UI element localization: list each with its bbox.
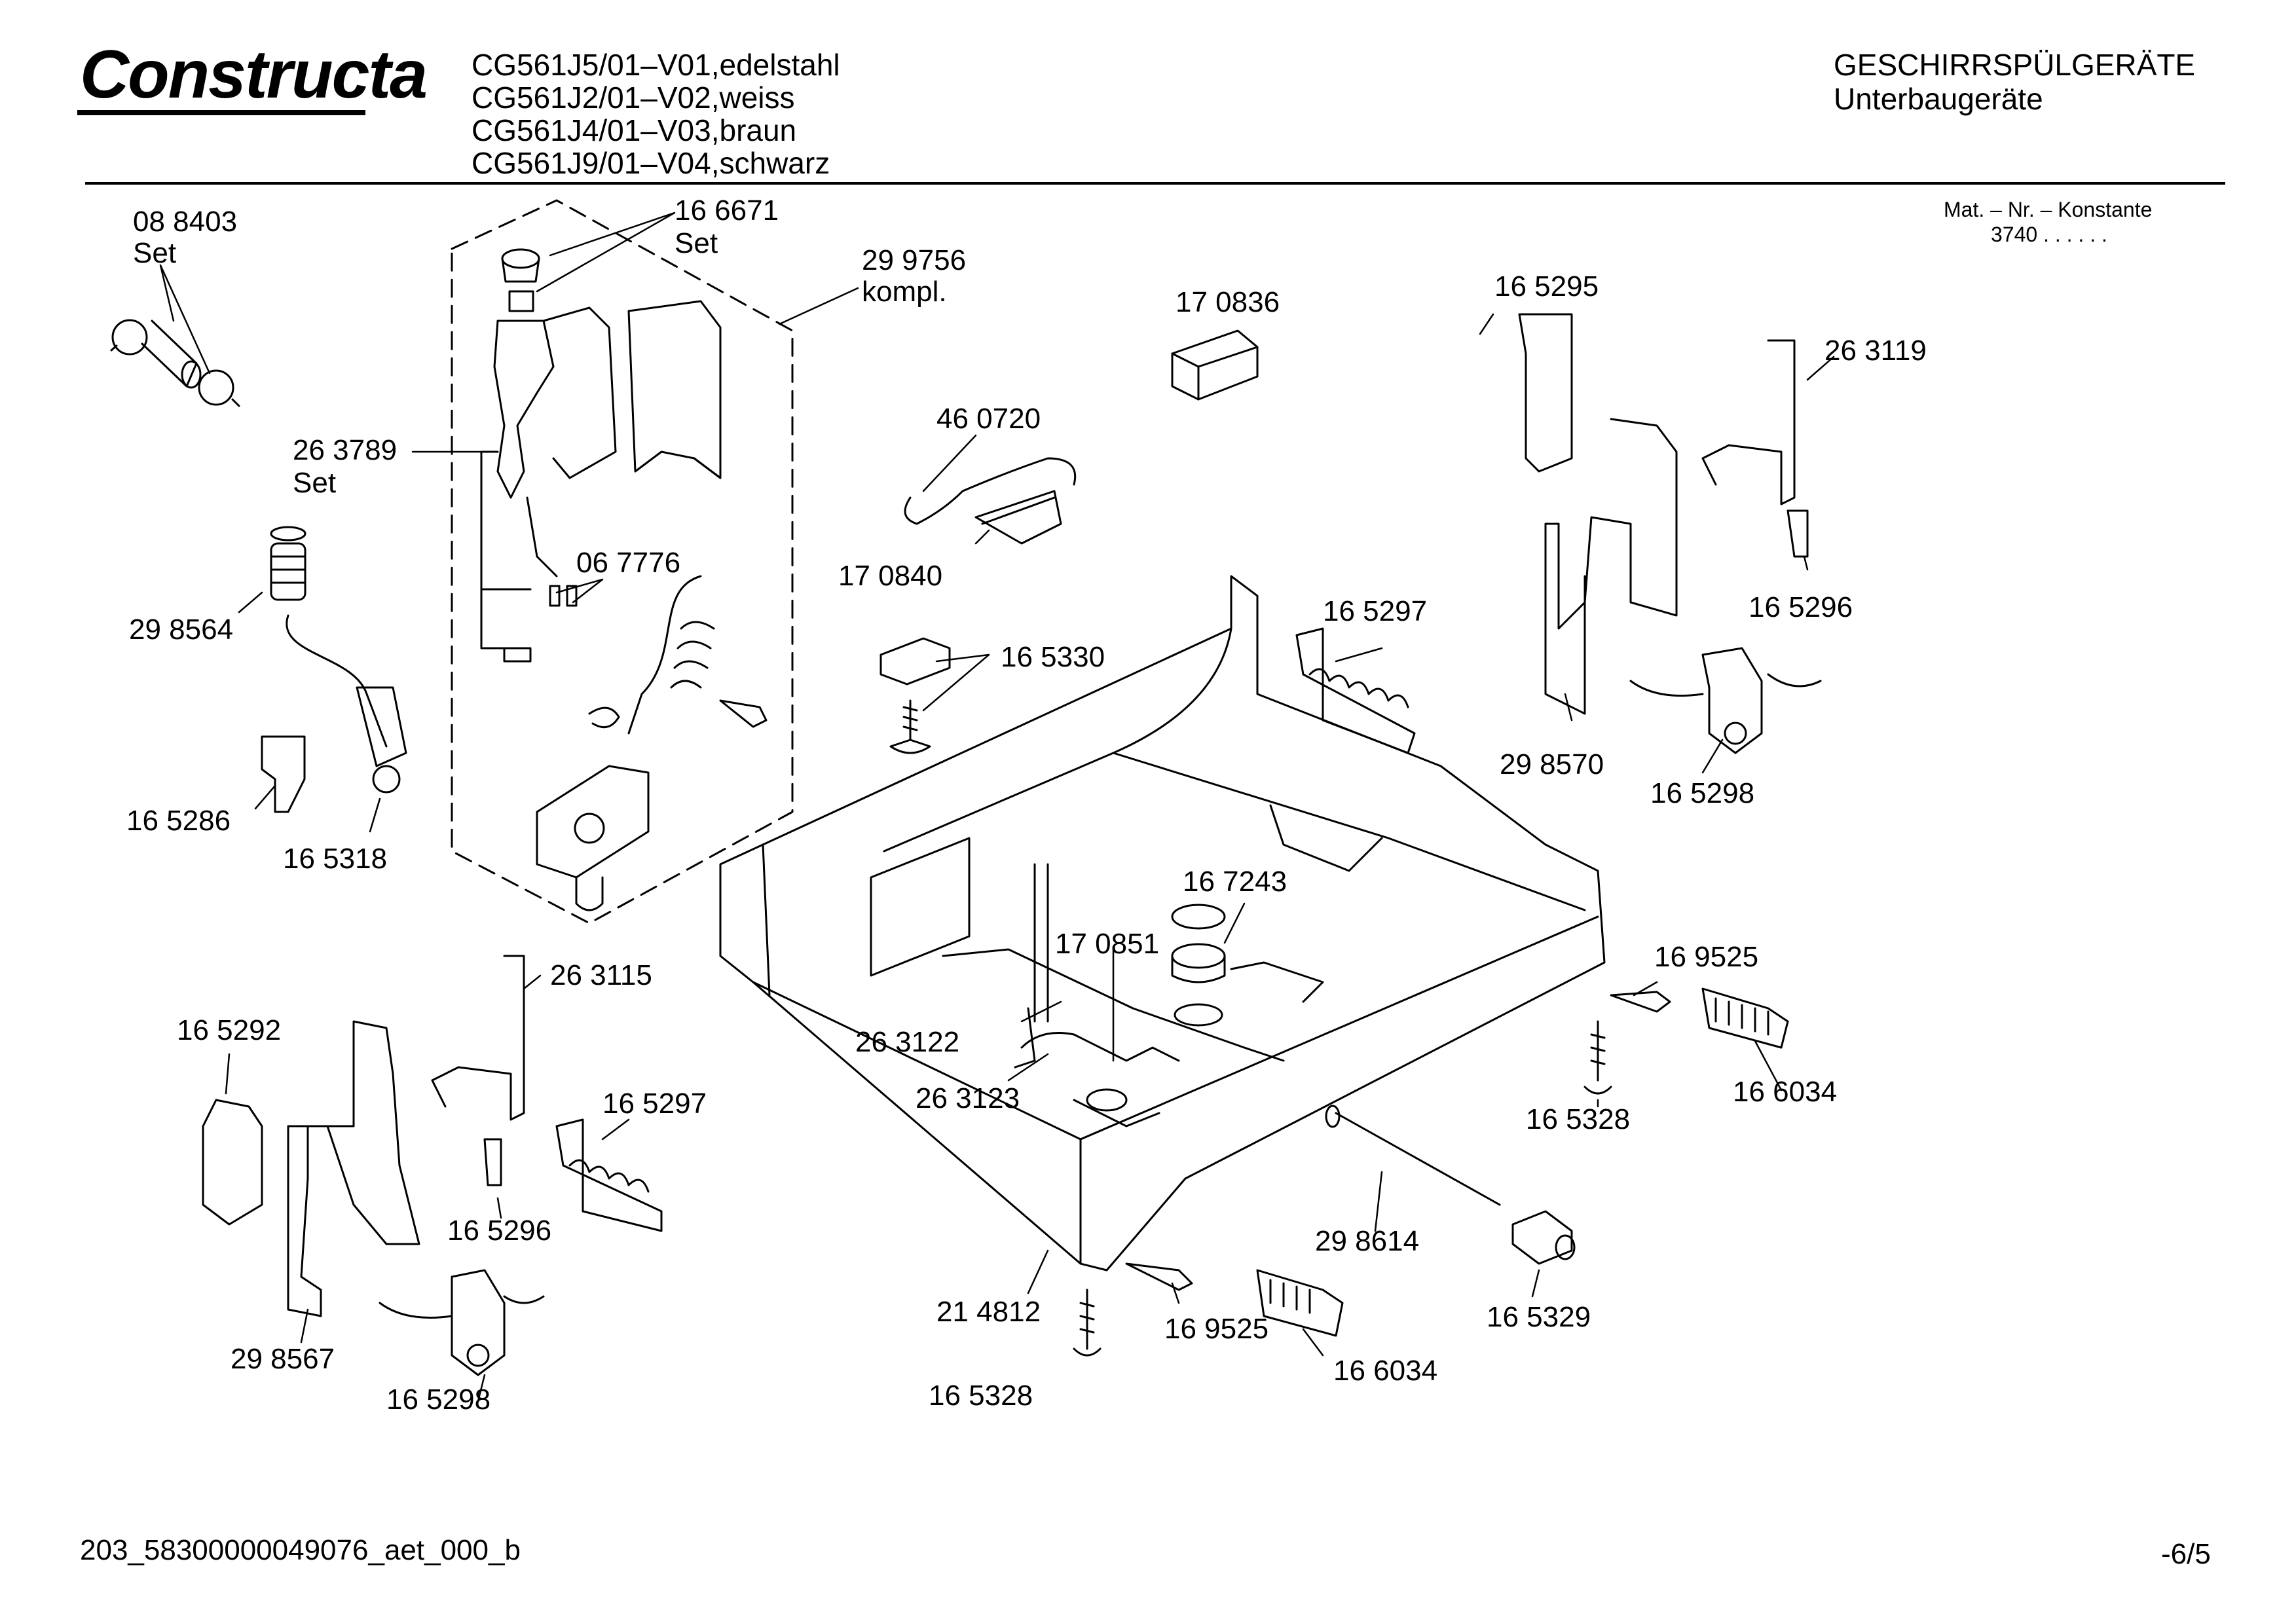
spring-hose-part bbox=[270, 526, 407, 794]
side-bracket-right-part bbox=[1518, 313, 1809, 715]
part-label: 16 5328 bbox=[929, 1380, 1033, 1412]
spring-left-part bbox=[555, 1118, 663, 1232]
part-label: 16 5298 bbox=[386, 1383, 491, 1416]
hose-clip-part bbox=[261, 735, 306, 813]
page-number: -6/5 bbox=[2161, 1538, 2211, 1570]
assembly-group-outline bbox=[451, 199, 794, 925]
door-lock-right-part bbox=[1629, 647, 1822, 754]
part-label: 29 9756 bbox=[862, 244, 967, 276]
cap-part bbox=[1511, 1210, 1576, 1265]
part-label: 26 3122 bbox=[855, 1026, 960, 1058]
part-label: 16 6034 bbox=[1733, 1076, 1838, 1108]
part-label: 17 0851 bbox=[1055, 928, 1160, 960]
side-bracket-left-part bbox=[202, 955, 525, 1317]
part-label: 16 5318 bbox=[283, 843, 388, 875]
part-label: 16 7243 bbox=[1183, 866, 1287, 898]
connector-block-part bbox=[1171, 329, 1259, 401]
part-label: 29 8614 bbox=[1315, 1225, 1420, 1257]
leveling-foot-part bbox=[880, 637, 951, 754]
part-label: 46 0720 bbox=[936, 403, 1041, 435]
foot-screw-right-part bbox=[1583, 1020, 1612, 1095]
part-label: 21 4812 bbox=[936, 1296, 1041, 1328]
part-label: Set bbox=[293, 467, 337, 499]
part-label: 16 6034 bbox=[1333, 1355, 1438, 1387]
part-label: 16 5286 bbox=[126, 805, 231, 837]
brand-logo: Constructa bbox=[80, 37, 428, 113]
vertical-pipe-part bbox=[1033, 863, 1049, 1023]
subcategory-title: Unterbaugeräte bbox=[1834, 82, 2043, 116]
set-bracket bbox=[480, 450, 532, 650]
part-label: 26 3789 bbox=[293, 434, 398, 466]
part-label: 17 0836 bbox=[1176, 286, 1280, 318]
model-line-4: CG561J9/01–V04,schwarz bbox=[472, 146, 830, 180]
cable-harness-part bbox=[904, 457, 1076, 545]
part-label: 17 0840 bbox=[838, 560, 943, 592]
spring-right-part bbox=[1295, 627, 1416, 754]
logo-underline bbox=[77, 110, 365, 115]
mat-nr-value: 3740 . . . . . . bbox=[1991, 223, 2107, 246]
document-id: 203_58300000049076_aet_000_b bbox=[80, 1534, 521, 1566]
connector-pins-part bbox=[503, 585, 578, 663]
part-label: 16 5329 bbox=[1487, 1301, 1591, 1333]
part-label: 29 8570 bbox=[1500, 748, 1604, 780]
part-label: kompl. bbox=[862, 276, 947, 308]
part-label: 16 5296 bbox=[447, 1215, 552, 1247]
part-label: Set bbox=[675, 227, 718, 259]
part-label: 29 8567 bbox=[231, 1343, 335, 1375]
part-label: Set bbox=[133, 237, 177, 269]
model-line-3: CG561J4/01–V03,braun bbox=[472, 113, 797, 147]
model-line-2: CG561J2/01–V02,weiss bbox=[472, 81, 795, 115]
part-label: 16 5330 bbox=[1001, 641, 1105, 673]
base-tub-part bbox=[719, 575, 1606, 1272]
sensor-cable-part bbox=[1020, 1032, 1180, 1062]
part-label: 16 5298 bbox=[1650, 777, 1755, 809]
model-line-1: CG561J5/01–V01,edelstahl bbox=[472, 48, 840, 82]
part-label: 16 9525 bbox=[1164, 1313, 1269, 1345]
small-clip-part bbox=[588, 706, 620, 729]
part-label: 16 5328 bbox=[1526, 1103, 1631, 1135]
part-label: 16 5297 bbox=[1323, 595, 1428, 627]
part-label: 26 3115 bbox=[550, 959, 652, 991]
part-label: 16 5296 bbox=[1749, 591, 1853, 623]
hose-clamp-set-part bbox=[110, 319, 240, 407]
header-rule bbox=[85, 182, 2225, 185]
part-label: 26 3123 bbox=[916, 1082, 1020, 1114]
screw-left-part bbox=[1125, 1262, 1193, 1291]
part-label: 08 8403 bbox=[133, 206, 238, 238]
door-lock-left-part bbox=[379, 1269, 545, 1376]
seal-ring-part bbox=[1086, 904, 1226, 1112]
category-title: GESCHIRRSPÜLGERÄTE bbox=[1834, 48, 2196, 82]
part-label: 29 8564 bbox=[129, 614, 234, 646]
comb-strip-right-part bbox=[1701, 987, 1789, 1049]
flex-hose-part bbox=[627, 575, 768, 735]
part-label: 16 9525 bbox=[1654, 941, 1759, 973]
part-label: 06 7776 bbox=[576, 547, 681, 579]
part-label: 16 5292 bbox=[177, 1014, 282, 1046]
part-label: 16 5295 bbox=[1494, 270, 1599, 302]
valve-holder-part bbox=[536, 765, 650, 911]
foot-screw-left-part bbox=[1073, 1289, 1102, 1357]
leader-lines bbox=[159, 211, 1835, 1402]
rod-part bbox=[1335, 1112, 1501, 1206]
comb-strip-left-part bbox=[1256, 1269, 1344, 1337]
part-label: 26 3119 bbox=[1824, 335, 1927, 367]
part-label: 16 6671 bbox=[675, 194, 779, 227]
part-label: 16 5297 bbox=[602, 1088, 707, 1120]
screw-right-part bbox=[1610, 991, 1671, 1013]
inlet-valve-part bbox=[493, 248, 722, 577]
mat-nr-label: Mat. – Nr. – Konstante bbox=[1944, 198, 2153, 221]
